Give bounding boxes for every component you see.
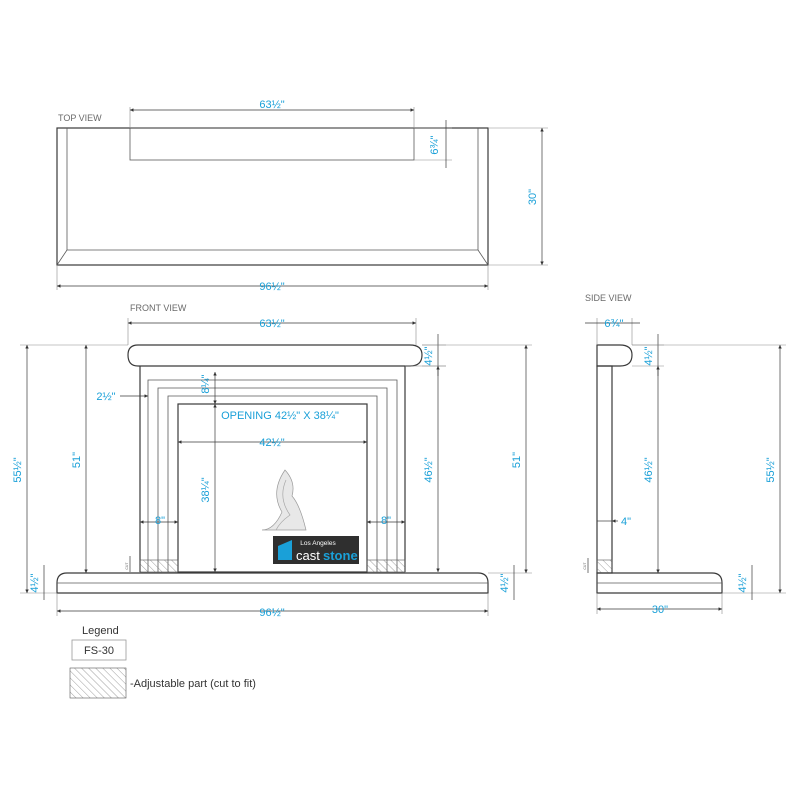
- top-overall-width-label: 96½": [259, 281, 284, 293]
- cut-mark-front: CUT: [125, 562, 129, 570]
- top-view-title: TOP VIEW: [58, 113, 102, 123]
- legend-adjustable-text: -Adjustable part (cut to fit): [130, 678, 256, 690]
- hearth-height-left-label: 4½": [29, 573, 41, 592]
- leg-height-label: 46½": [423, 457, 435, 482]
- hearth-width-label: 96½": [259, 607, 284, 619]
- side-leg-height-label: 46½": [643, 457, 655, 482]
- side-overall-height-label: 55½": [765, 457, 777, 482]
- top-depth-label: 6¾": [429, 135, 441, 154]
- adjustable-area-right: [366, 559, 406, 573]
- legend-code-box: [71, 639, 127, 661]
- side-view: SIDE VIEW 6¾" 4½" 4" 46½" 55½" 4½": [583, 293, 786, 616]
- leg-width-left-label: 8": [155, 515, 165, 527]
- side-hearth-height-label: 4½": [737, 573, 749, 592]
- opening-note: OPENING 42½" X 38¼": [221, 410, 339, 422]
- adjustable-area-left: [139, 559, 179, 573]
- top-overall-depth-label: 30": [527, 189, 539, 205]
- fireplace-opening: [177, 403, 368, 573]
- top-view-shelf: [129, 127, 415, 161]
- side-shelf-height-label: 4½": [643, 346, 655, 365]
- opening-width-label: 42½": [259, 437, 284, 449]
- leg-width-right-label: 8": [381, 515, 391, 527]
- front-molding-2: [157, 387, 388, 572]
- logo-line1: Los Angeles: [300, 540, 336, 547]
- top-view-inner-line: [66, 128, 479, 251]
- front-inner-step-label: 8¼": [200, 374, 212, 393]
- front-view-title: FRONT VIEW: [130, 303, 187, 313]
- opening-height-label: 38¼": [200, 477, 212, 502]
- hearth-height-right-label: 4½": [499, 573, 511, 592]
- front-molding-1: [147, 379, 398, 572]
- side-leg: [596, 365, 613, 574]
- height-51-left-label: 51": [71, 452, 83, 468]
- overall-height-left-label: 55½": [12, 457, 24, 482]
- side-leg-depth-label: 4": [621, 516, 631, 528]
- logo-word-stone: stone: [323, 548, 358, 563]
- front-step-label: 2½": [96, 391, 115, 403]
- cut-mark-side: CUT: [583, 562, 587, 570]
- legend-hatch-swatch: [69, 667, 127, 699]
- logo-word-cast: cast: [296, 548, 320, 563]
- top-width-label: 63½": [259, 99, 284, 111]
- front-shelf-width-label: 63½": [259, 318, 284, 330]
- side-hearth: [596, 572, 723, 594]
- height-51-right-label: 51": [511, 452, 523, 468]
- top-view-outline: [56, 127, 489, 266]
- front-view: FRONT VIEW Los Angeles cast stone: [12, 303, 532, 619]
- legend-title: Legend: [82, 625, 119, 637]
- front-molding-3: [167, 395, 378, 572]
- flame-outline-icon: [261, 469, 307, 531]
- side-view-title: SIDE VIEW: [585, 293, 632, 303]
- caststone-logo-icon: Los Angeles cast stone: [273, 536, 359, 564]
- side-adjustable-area: [596, 559, 613, 574]
- side-shelf: [596, 344, 633, 367]
- side-shelf-depth-label: 6¾": [604, 318, 623, 330]
- legend: Legend FS-30 -Adjustable part (cut to fi…: [69, 625, 256, 699]
- side-hearth-depth-label: 30": [652, 604, 668, 616]
- legend-code: FS-30: [84, 645, 114, 657]
- top-view: TOP VIEW 63½" 6¾" 30" 96½": [56, 99, 548, 293]
- front-shelf: [127, 344, 423, 367]
- front-shelf-height-label: 4½": [423, 346, 435, 365]
